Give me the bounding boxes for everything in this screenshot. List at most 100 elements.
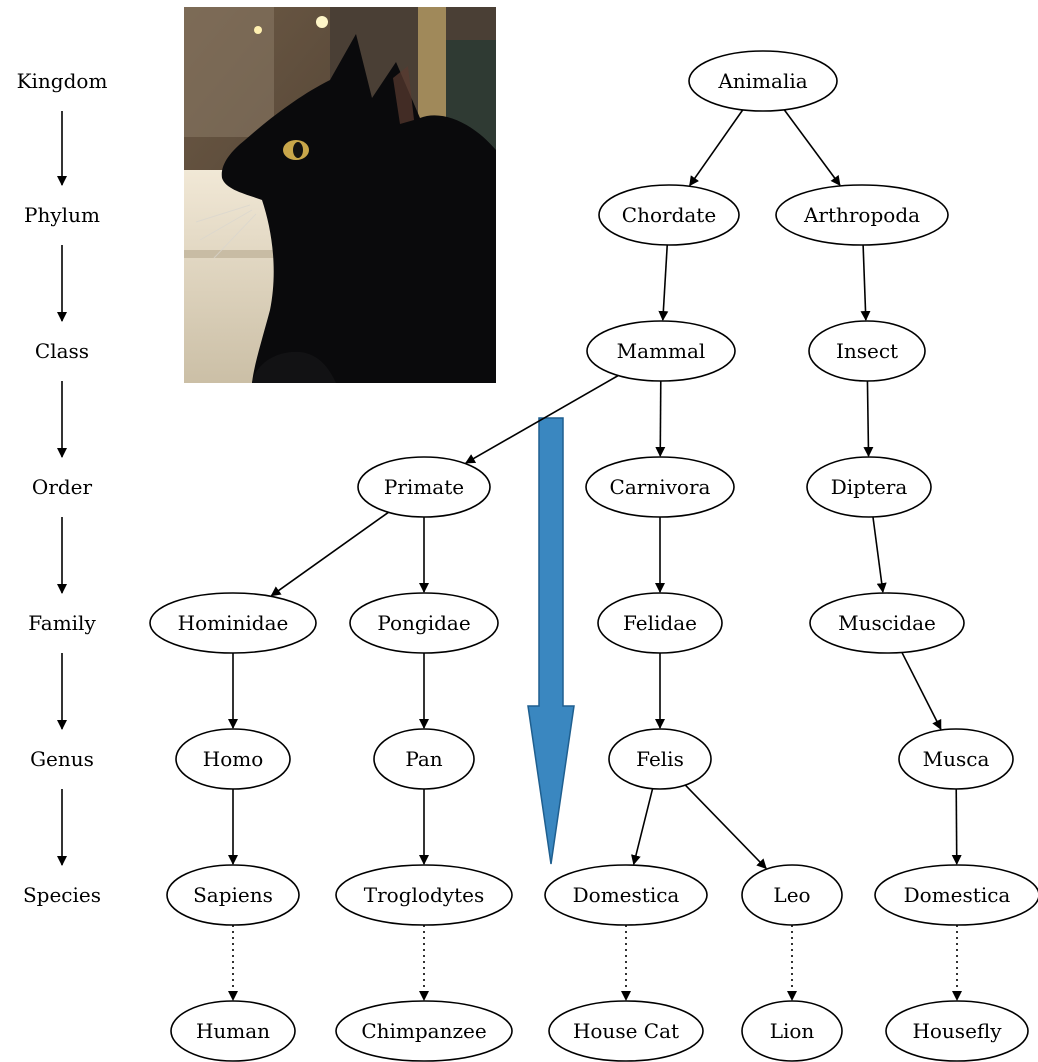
node-lion: Lion — [741, 1000, 843, 1062]
rank-label-family: Family — [28, 611, 96, 635]
node-label: Domestica — [904, 883, 1011, 907]
node-pongidae: Pongidae — [349, 592, 499, 654]
node-chimpanzee: Chimpanzee — [335, 1000, 513, 1062]
node-label: Lion — [770, 1019, 815, 1043]
node-label: Primate — [384, 475, 464, 499]
edge-arthropoda-to-insect — [860, 244, 871, 322]
rank-label-phylum: Phylum — [24, 203, 100, 227]
node-label: Chordate — [622, 203, 716, 227]
edge-musca-to-domestica-fly — [951, 788, 962, 866]
node-label: Hominidae — [178, 611, 289, 635]
node-ellipse — [885, 1000, 1029, 1062]
node-label: Mammal — [617, 339, 706, 363]
node-label: Domestica — [573, 883, 680, 907]
node-ellipse — [335, 864, 513, 926]
rank-label-genus: Genus — [30, 747, 94, 771]
node-human: Human — [170, 1000, 296, 1062]
edge-chordate-to-mammal — [658, 244, 669, 322]
rank-label-species: Species — [23, 883, 101, 907]
node-ellipse — [544, 864, 708, 926]
node-ellipse — [585, 456, 735, 518]
node-diptera: Diptera — [806, 456, 932, 518]
node-label: Pongidae — [377, 611, 470, 635]
node-homo: Homo — [175, 728, 291, 790]
edge-insect-to-diptera — [863, 380, 874, 458]
edge-mammal-to-carnivora — [655, 380, 666, 458]
rank-label-class: Class — [35, 339, 89, 363]
node-chordate: Chordate — [598, 184, 740, 246]
node-troglodytes: Troglodytes — [335, 864, 513, 926]
node-primate: Primate — [357, 456, 491, 518]
node-ellipse — [175, 728, 291, 790]
node-ellipse — [170, 1000, 296, 1062]
node-ellipse — [808, 320, 926, 382]
node-ellipse — [598, 184, 740, 246]
node-ellipse — [688, 50, 838, 112]
edge-felis-to-leo — [684, 784, 767, 870]
edge-muscidae-to-musca — [901, 652, 942, 731]
node-label: Felis — [636, 747, 684, 771]
node-sapiens: Sapiens — [166, 864, 300, 926]
node-label: House Cat — [573, 1019, 679, 1043]
node-felidae: Felidae — [597, 592, 723, 654]
node-ellipse — [874, 864, 1038, 926]
node-label: Chimpanzee — [361, 1019, 486, 1043]
node-insect: Insect — [808, 320, 926, 382]
rank-label-order: Order — [32, 475, 93, 499]
node-ellipse — [741, 1000, 843, 1062]
node-ellipse — [586, 320, 736, 382]
node-label: Pan — [405, 747, 442, 771]
node-ellipse — [335, 1000, 513, 1062]
black-cat-photo — [184, 7, 496, 383]
node-label: Sapiens — [193, 883, 273, 907]
edge-layer — [228, 109, 962, 1001]
node-ellipse — [166, 864, 300, 926]
rank-column: KingdomPhylumClassOrderFamilyGenusSpecie… — [17, 69, 108, 907]
edge-animalia-to-arthropoda — [783, 109, 841, 186]
node-leo: Leo — [741, 864, 843, 926]
node-label: Arthropoda — [803, 203, 920, 227]
edge-primate-to-hominidae — [270, 511, 389, 597]
node-ellipse — [608, 728, 712, 790]
node-label: Muscidae — [838, 611, 936, 635]
node-label: Felidae — [623, 611, 697, 635]
big-down-arrow — [527, 417, 575, 865]
node-ellipse — [149, 592, 317, 654]
node-ellipse — [775, 184, 949, 246]
node-house-cat: House Cat — [548, 1000, 704, 1062]
node-label: Leo — [773, 883, 810, 907]
node-label: Homo — [203, 747, 264, 771]
node-label: Insect — [836, 339, 898, 363]
node-animalia: Animalia — [688, 50, 838, 112]
node-musca: Musca — [898, 728, 1014, 790]
node-ellipse — [597, 592, 723, 654]
node-label: Human — [196, 1019, 270, 1043]
node-pan: Pan — [373, 728, 475, 790]
node-domestica-fly: Domestica — [874, 864, 1038, 926]
node-carnivora: Carnivora — [585, 456, 735, 518]
node-label: Diptera — [831, 475, 908, 499]
node-felis: Felis — [608, 728, 712, 790]
node-ellipse — [357, 456, 491, 518]
node-domestica-cat: Domestica — [544, 864, 708, 926]
node-ellipse — [548, 1000, 704, 1062]
node-ellipse — [806, 456, 932, 518]
node-ellipse — [373, 728, 475, 790]
edge-diptera-to-muscidae — [872, 516, 887, 594]
node-ellipse — [349, 592, 499, 654]
edge-mammal-to-primate — [464, 374, 619, 464]
node-housefly: Housefly — [885, 1000, 1029, 1062]
node-muscidae: Muscidae — [809, 592, 965, 654]
node-label: Animalia — [717, 69, 807, 93]
node-arthropoda: Arthropoda — [775, 184, 949, 246]
node-mammal: Mammal — [586, 320, 736, 382]
edge-animalia-to-chordate — [689, 109, 744, 187]
node-label: Musca — [923, 747, 990, 771]
node-ellipse — [741, 864, 843, 926]
rank-label-kingdom: Kingdom — [17, 69, 108, 93]
node-ellipse — [809, 592, 965, 654]
node-hominidae: Hominidae — [149, 592, 317, 654]
